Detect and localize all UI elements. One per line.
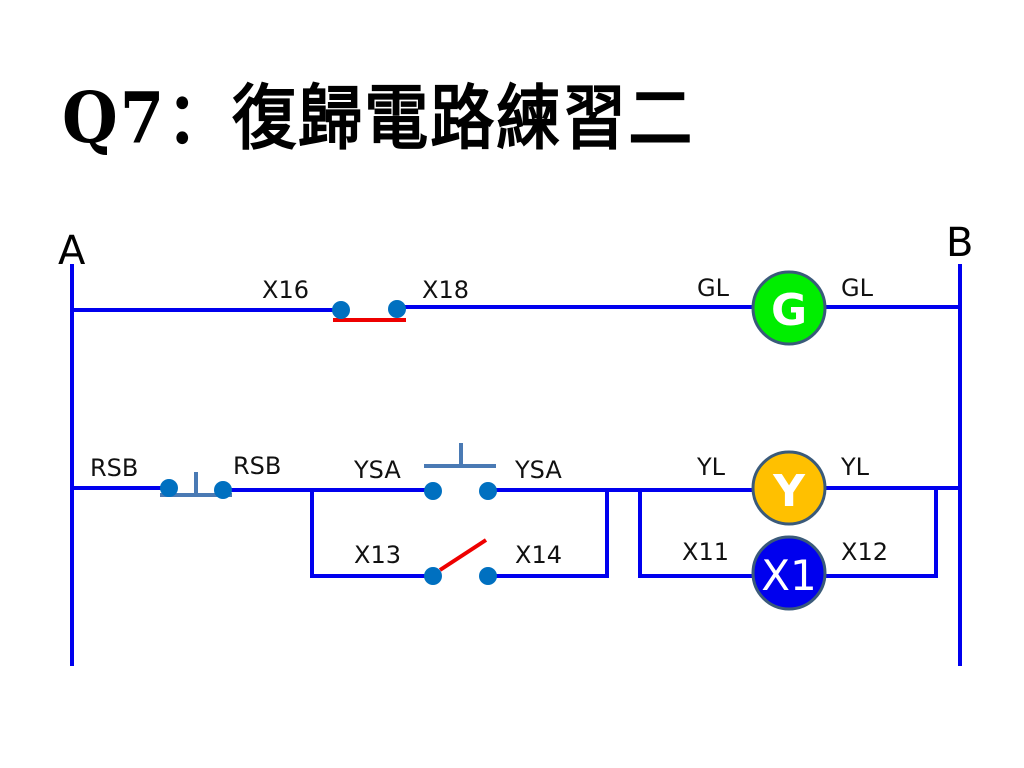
relay-circle-blue [751, 535, 827, 611]
no-contact-x13-x14[interactable] [424, 538, 497, 585]
rsb-pushbutton[interactable] [160, 472, 232, 499]
label-gl-left: GL [697, 274, 730, 302]
label-x16: X16 [262, 276, 309, 304]
lamp-letter-g: G [771, 285, 807, 336]
nc-contact-x16-x18[interactable] [332, 300, 406, 322]
branch-right-wire [488, 490, 609, 578]
label-gl-right: GL [841, 274, 874, 302]
relay-x1[interactable]: X1 [751, 535, 827, 611]
no-contact-blade [438, 538, 488, 572]
label-x18: X18 [422, 276, 469, 304]
label-x13: X13 [354, 541, 401, 569]
contact-terminal [160, 479, 178, 497]
rung-1: X16 X18 GL GL G [72, 270, 960, 346]
lamp-circle-yellow [751, 450, 827, 526]
rung-2: RSB RSB YSA YSA X13 X14 YL YL Y X11 [72, 443, 960, 611]
contact-terminal [332, 301, 350, 319]
label-ysa-left: YSA [353, 456, 401, 484]
green-lamp[interactable]: G [751, 270, 827, 346]
contact-terminal [424, 482, 442, 500]
lamp-branch-left-wire [638, 490, 752, 578]
label-yl-left: YL [696, 453, 726, 481]
contact-terminal [479, 567, 497, 585]
lamp-letter-y: Y [772, 466, 806, 517]
page-title: Q7：復歸電路練習二 [62, 77, 695, 160]
label-x12: X12 [841, 538, 888, 566]
label-rsb-left: RSB [90, 454, 138, 482]
lamp-circle-green [751, 270, 827, 346]
label-rsb-right: RSB [233, 452, 281, 480]
contact-terminal [479, 482, 497, 500]
relay-letter-x1: X1 [761, 551, 817, 600]
rail-label-b: B [946, 220, 973, 266]
label-x14: X14 [515, 541, 562, 569]
ysa-pushbutton[interactable] [424, 443, 497, 500]
label-ysa-right: YSA [514, 456, 562, 484]
branch-left-wire [310, 490, 432, 578]
label-x11: X11 [682, 538, 729, 566]
yellow-lamp[interactable]: Y [751, 450, 827, 526]
contact-terminal [214, 481, 232, 499]
lamp-branch-right-wire [826, 488, 938, 578]
label-yl-right: YL [840, 453, 870, 481]
contact-terminal [388, 300, 406, 318]
contact-terminal [424, 567, 442, 585]
